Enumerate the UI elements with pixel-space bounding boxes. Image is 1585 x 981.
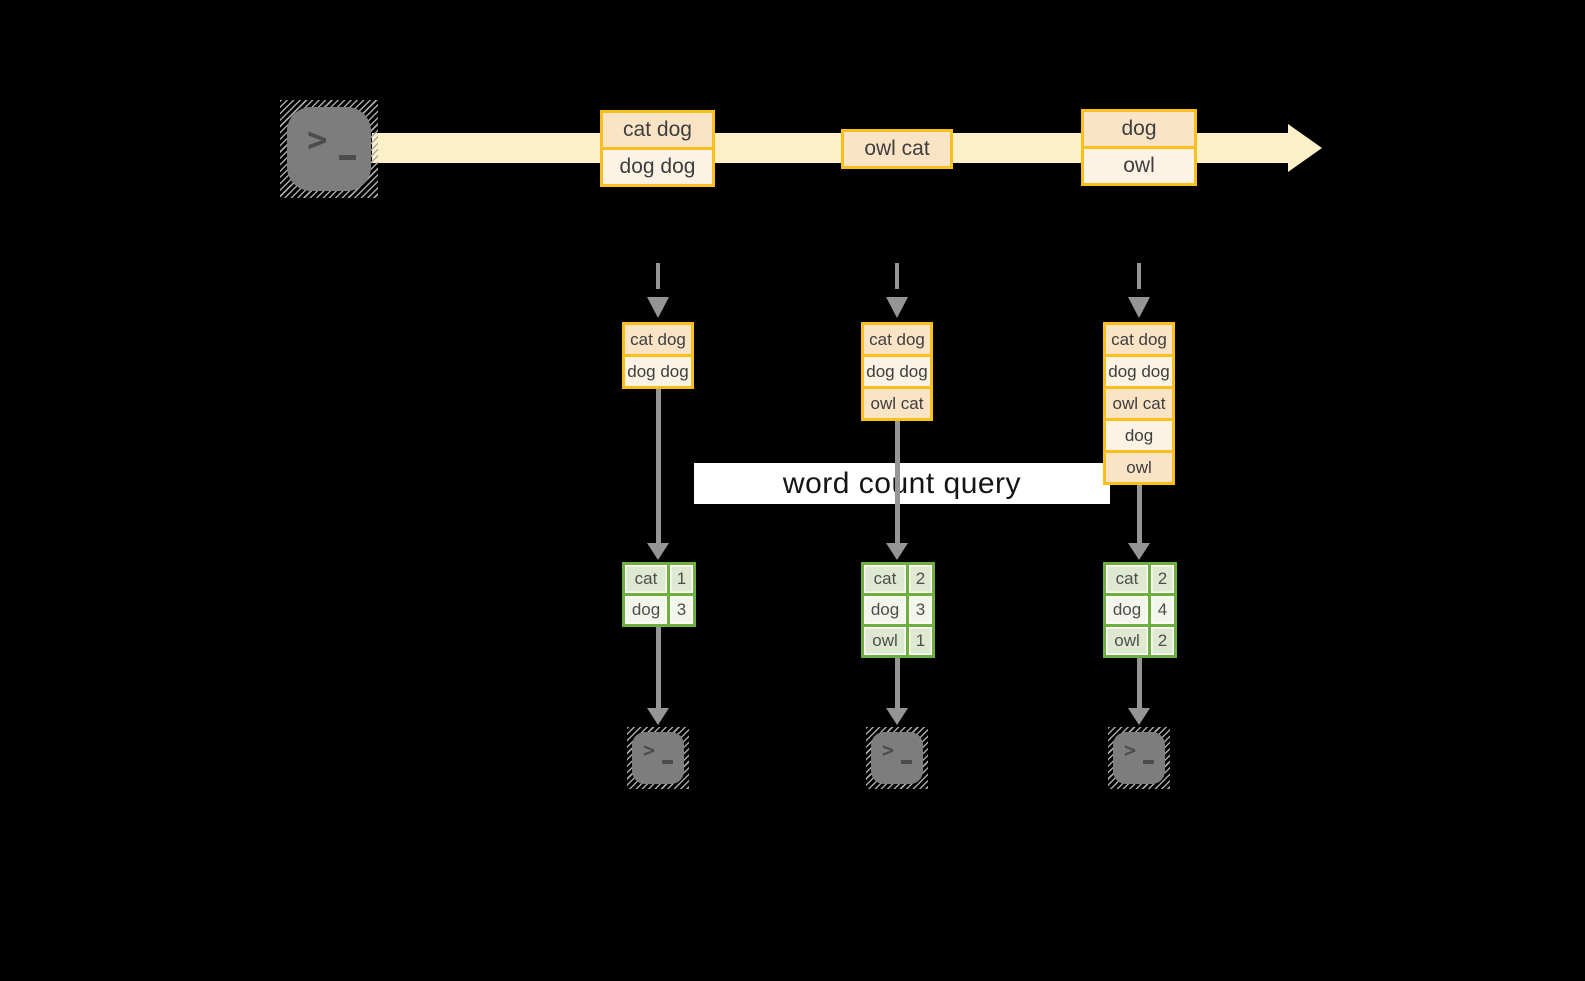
sink-terminal-icon: > — [1108, 727, 1170, 789]
count-cell: 2 — [1151, 627, 1174, 655]
query-label: word count query — [694, 463, 1110, 504]
dashed-down-arrow-shaft — [656, 263, 660, 289]
count-cell: 1 — [909, 627, 932, 655]
count-cell: 1 — [670, 565, 693, 593]
count-cell: 2 — [909, 565, 932, 593]
prompt-underscore-icon — [1143, 760, 1154, 764]
source-terminal-icon: > — [280, 100, 378, 198]
buffer-line: owl cat — [1106, 386, 1172, 418]
prompt-underscore-icon — [662, 760, 673, 764]
word-count-table-1: cat 1 dog 3 — [622, 562, 696, 627]
prompt-chevron-icon: > — [882, 738, 895, 762]
prompt-chevron-icon: > — [307, 120, 328, 160]
down-arrow-shaft — [1137, 485, 1142, 543]
word-cell: owl — [864, 627, 906, 655]
down-arrow-shaft — [656, 389, 661, 543]
terminal-body: > — [1113, 732, 1165, 784]
buffer-line: dog — [1106, 418, 1172, 450]
word-count-table-2: cat 2 dog 3 owl 1 — [861, 562, 935, 658]
down-arrow-head-icon — [647, 708, 669, 725]
word-count-table-3: cat 2 dog 4 owl 2 — [1103, 562, 1177, 658]
state-buffer-box-2: cat dog dog dog owl cat — [861, 322, 933, 421]
dashed-down-arrow-head-icon — [647, 297, 669, 318]
sink-terminal-icon: > — [866, 727, 928, 789]
down-arrow-shaft — [656, 627, 661, 708]
prompt-underscore-icon — [901, 760, 912, 764]
stream-event-box-3: dog owl — [1081, 109, 1197, 186]
word-cell: cat — [864, 565, 906, 593]
word-cell: dog — [1106, 596, 1148, 624]
stream-event-line: owl cat — [844, 132, 950, 166]
dashed-down-arrow-head-icon — [1128, 297, 1150, 318]
dashed-down-arrow-shaft — [1137, 263, 1141, 289]
buffer-line: owl cat — [864, 386, 930, 418]
stream-event-line: dog dog — [603, 147, 712, 184]
word-cell: owl — [1106, 627, 1148, 655]
sink-terminal-icon: > — [627, 727, 689, 789]
stream-event-line: owl — [1084, 146, 1194, 183]
prompt-underscore-icon — [339, 155, 356, 160]
state-buffer-box-1: cat dog dog dog — [622, 322, 694, 389]
terminal-body: > — [632, 732, 684, 784]
down-arrow-shaft — [895, 421, 900, 543]
buffer-line: owl — [1106, 450, 1172, 482]
prompt-chevron-icon: > — [1124, 738, 1137, 762]
dashed-down-arrow-head-icon — [886, 297, 908, 318]
prompt-chevron-icon: > — [643, 738, 656, 762]
buffer-line: cat dog — [625, 325, 691, 354]
down-arrow-head-icon — [1128, 543, 1150, 560]
down-arrow-head-icon — [1128, 708, 1150, 725]
buffer-line: dog dog — [864, 354, 930, 386]
word-cell: cat — [1106, 565, 1148, 593]
count-cell: 3 — [670, 596, 693, 624]
stream-event-box-1: cat dog dog dog — [600, 110, 715, 187]
stream-event-box-2: owl cat — [841, 129, 953, 169]
count-cell: 4 — [1151, 596, 1174, 624]
down-arrow-head-icon — [886, 543, 908, 560]
state-buffer-box-3: cat dog dog dog owl cat dog owl — [1103, 322, 1175, 485]
down-arrow-head-icon — [647, 543, 669, 560]
stream-arrowhead-icon — [1288, 124, 1322, 172]
word-cell: dog — [864, 596, 906, 624]
count-cell: 2 — [1151, 565, 1174, 593]
down-arrow-head-icon — [886, 708, 908, 725]
stream-event-line: dog — [1084, 112, 1194, 146]
count-cell: 3 — [909, 596, 932, 624]
buffer-line: dog dog — [625, 354, 691, 386]
buffer-line: cat dog — [864, 325, 930, 354]
dashed-down-arrow-shaft — [895, 263, 899, 289]
buffer-line: dog dog — [1106, 354, 1172, 386]
terminal-body: > — [287, 107, 371, 191]
stream-event-line: cat dog — [603, 113, 712, 147]
down-arrow-shaft — [1137, 658, 1142, 708]
terminal-body: > — [871, 732, 923, 784]
down-arrow-shaft — [895, 658, 900, 708]
word-cell: cat — [625, 565, 667, 593]
word-cell: dog — [625, 596, 667, 624]
buffer-line: cat dog — [1106, 325, 1172, 354]
